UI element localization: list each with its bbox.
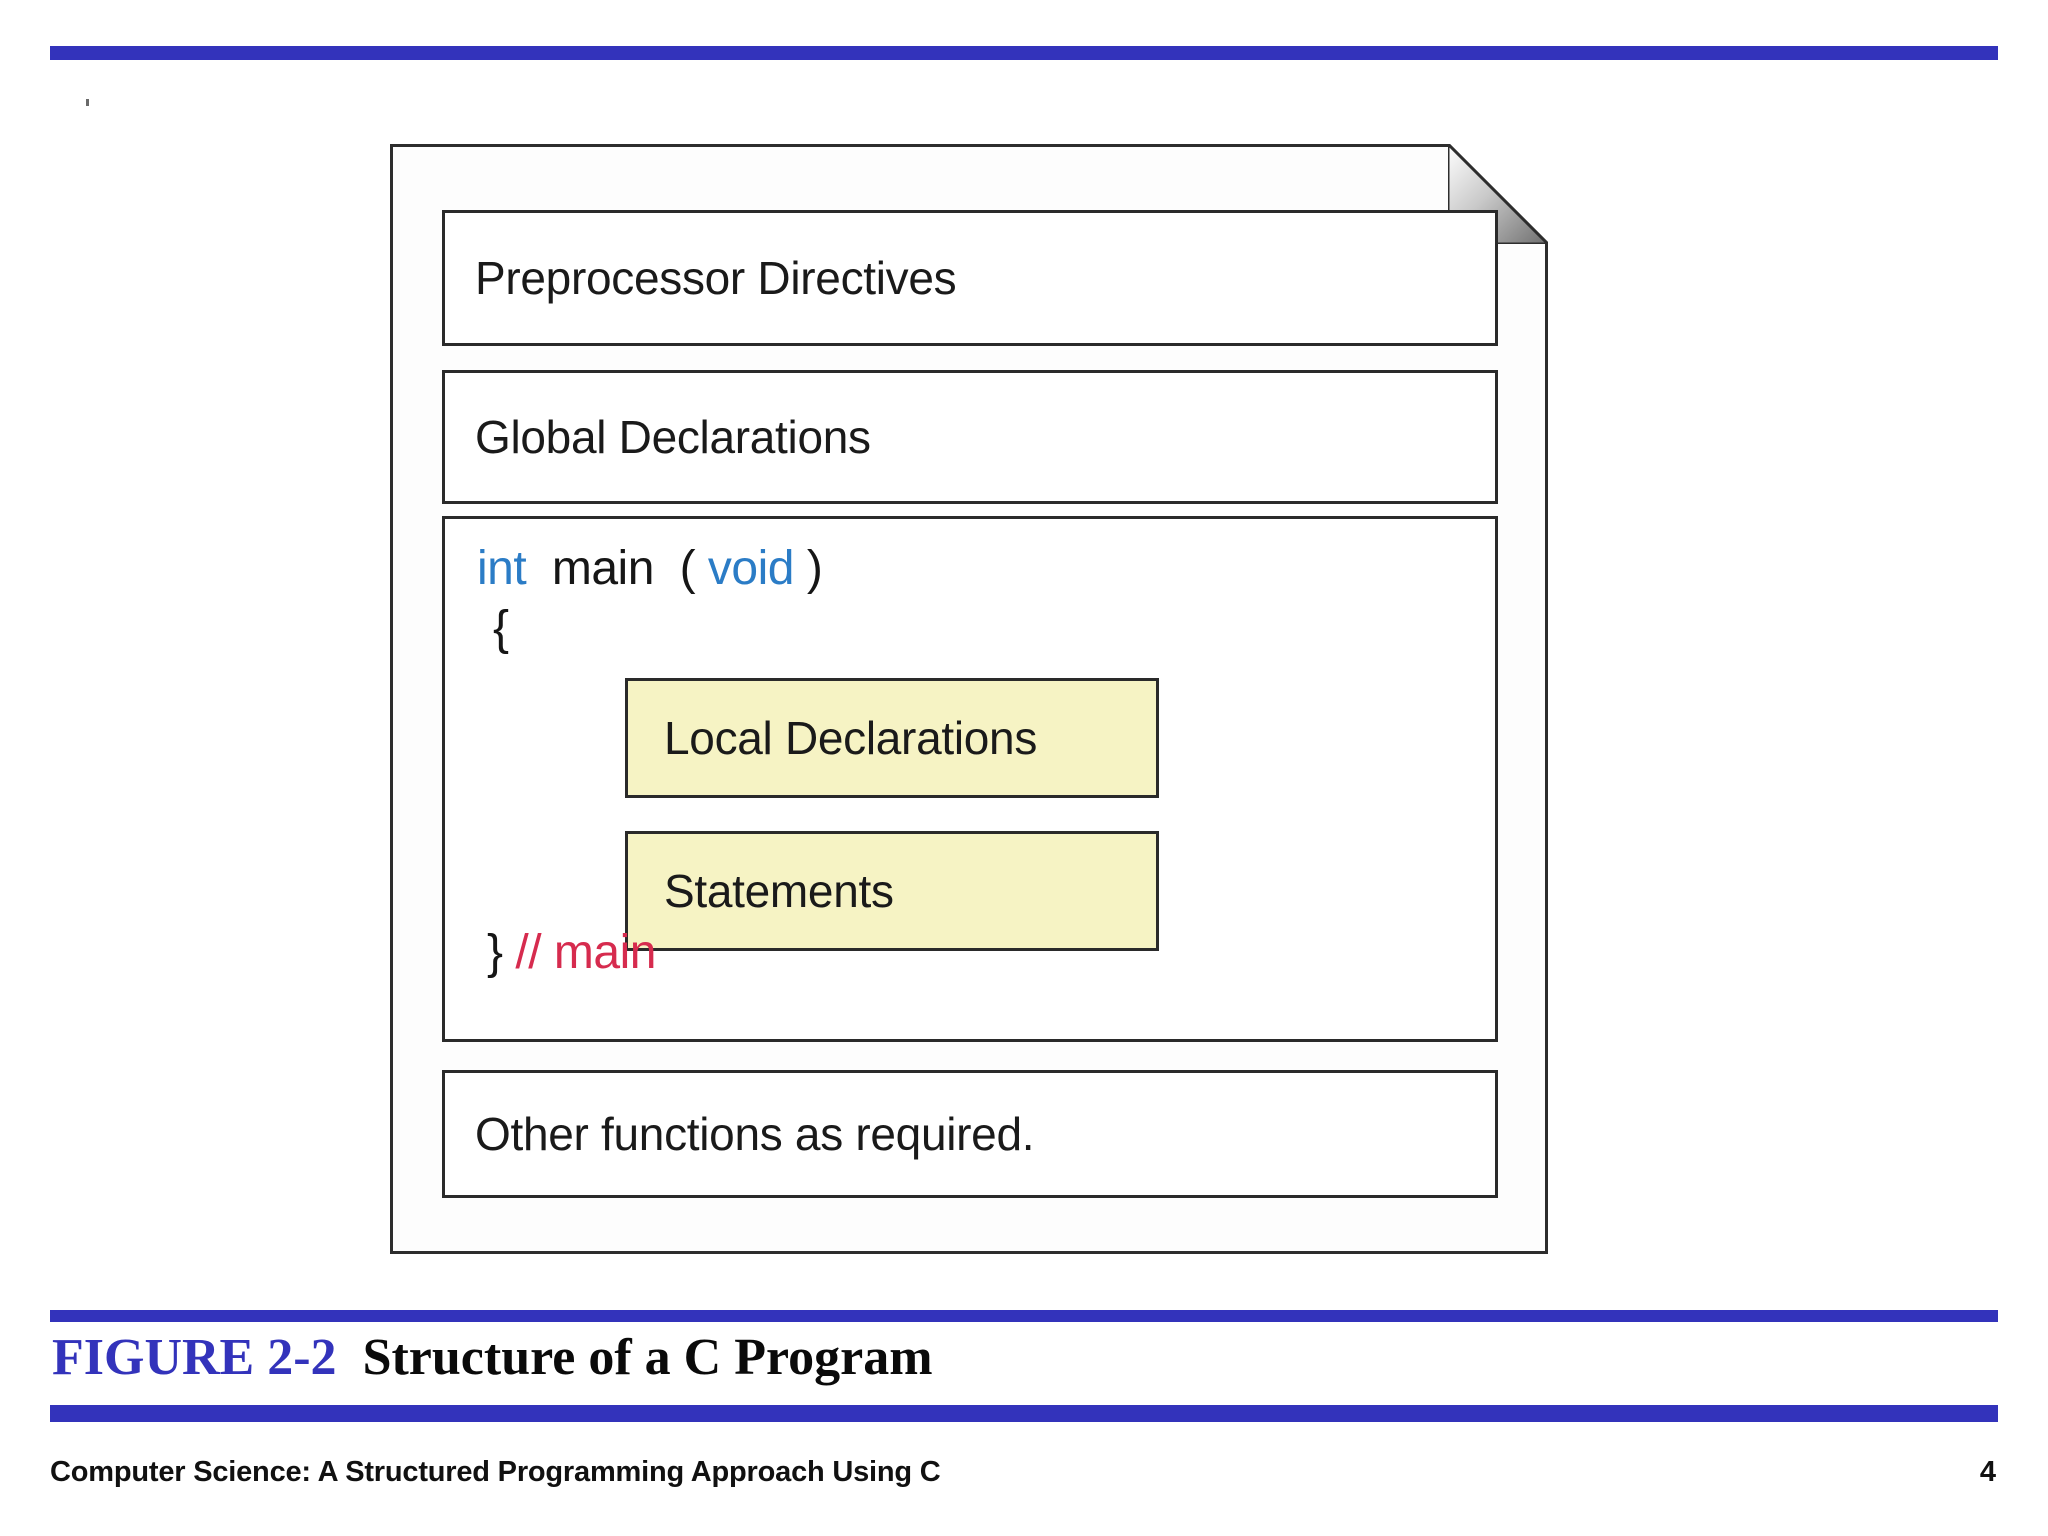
block-label-statements: Statements bbox=[664, 865, 894, 917]
figure-caption: FIGURE 2-2 Structure of a C Program bbox=[52, 1328, 933, 1387]
code-comment-main: // main bbox=[515, 926, 656, 979]
section-label-other-functions: Other functions as required. bbox=[475, 1108, 1035, 1160]
section-label-preprocessor: Preprocessor Directives bbox=[475, 252, 957, 304]
block-local-declarations: Local Declarations bbox=[625, 678, 1159, 798]
code-space-3 bbox=[695, 542, 708, 595]
code-line-main-signature: int main ( void ) bbox=[477, 541, 823, 596]
block-statements: Statements bbox=[625, 831, 1159, 951]
section-preprocessor-directives: Preprocessor Directives bbox=[442, 210, 1498, 346]
stray-mark bbox=[86, 99, 89, 106]
open-paren: ( bbox=[679, 542, 696, 595]
caption-top-rule bbox=[50, 1310, 1998, 1322]
section-label-global: Global Declarations bbox=[475, 411, 871, 463]
close-paren: ) bbox=[806, 542, 823, 595]
code-close-brace: } bbox=[487, 926, 503, 979]
code-open-brace: { bbox=[493, 602, 509, 655]
code-space-1 bbox=[526, 542, 552, 595]
footer-book-title: Computer Science: A Structured Programmi… bbox=[50, 1456, 941, 1488]
section-global-declarations: Global Declarations bbox=[442, 370, 1498, 504]
figure-c-program-structure: Preprocessor Directives Global Declarati… bbox=[390, 144, 1548, 1254]
code-space-5 bbox=[503, 926, 516, 979]
footer-page-number: 4 bbox=[1979, 1456, 1996, 1488]
section-other-functions: Other functions as required. bbox=[442, 1070, 1498, 1198]
identifier-main: main bbox=[551, 542, 655, 595]
code-space-2 bbox=[654, 542, 680, 595]
block-label-local-declarations: Local Declarations bbox=[664, 712, 1038, 764]
keyword-void: void bbox=[707, 542, 795, 595]
caption-gap bbox=[337, 1329, 363, 1386]
keyword-int: int bbox=[477, 542, 527, 595]
code-line-close-main: } // main bbox=[487, 925, 656, 980]
caption-bottom-rule bbox=[50, 1405, 1998, 1422]
section-main-function: int main ( void ) { Local Declarations S… bbox=[442, 516, 1498, 1042]
code-space-4 bbox=[794, 542, 807, 595]
top-accent-rule bbox=[50, 46, 1998, 60]
figure-number: FIGURE 2-2 bbox=[52, 1329, 337, 1386]
figure-title: Structure of a C Program bbox=[362, 1329, 933, 1386]
